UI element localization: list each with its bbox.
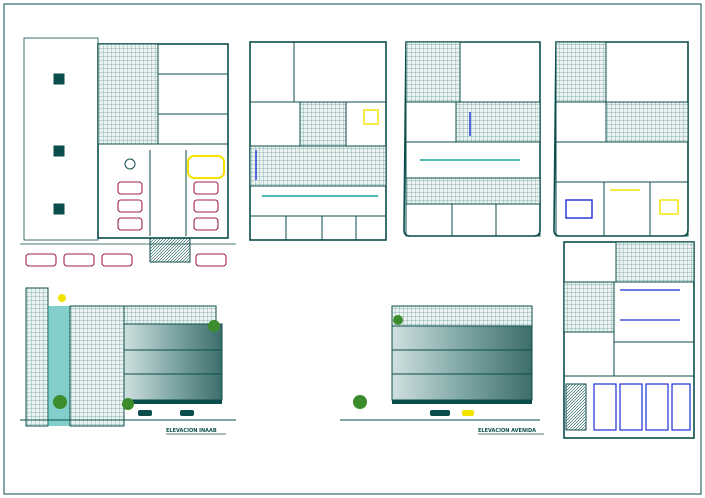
plan-ground-floor <box>20 37 236 263</box>
plan-floor-4 <box>553 41 689 237</box>
plan-floor-2 <box>249 41 387 241</box>
parking-cars-ground <box>25 181 227 267</box>
elevation-right <box>340 305 540 421</box>
sheet-border <box>3 3 702 495</box>
plan-floor-3 <box>403 41 541 237</box>
glass-curtain-wall-right <box>391 325 533 401</box>
auditorium-seating <box>593 289 691 431</box>
accessible-symbol <box>124 158 136 170</box>
glass-curtain-wall-left <box>123 323 223 401</box>
elevation-left <box>20 287 236 427</box>
elevation-left-caption: ELEVACION INAAB <box>166 428 217 434</box>
elevation-right-caption: ELEVACION AVENIDA <box>478 428 536 434</box>
plan-floor-3-accents <box>420 112 520 161</box>
plan-floor-4-accents <box>565 189 679 219</box>
sun-icon-left <box>58 294 66 302</box>
entrance-ramp-yellow <box>187 155 225 179</box>
plan-floor-2-accents <box>255 109 379 197</box>
plan-floor-5 <box>563 241 695 439</box>
